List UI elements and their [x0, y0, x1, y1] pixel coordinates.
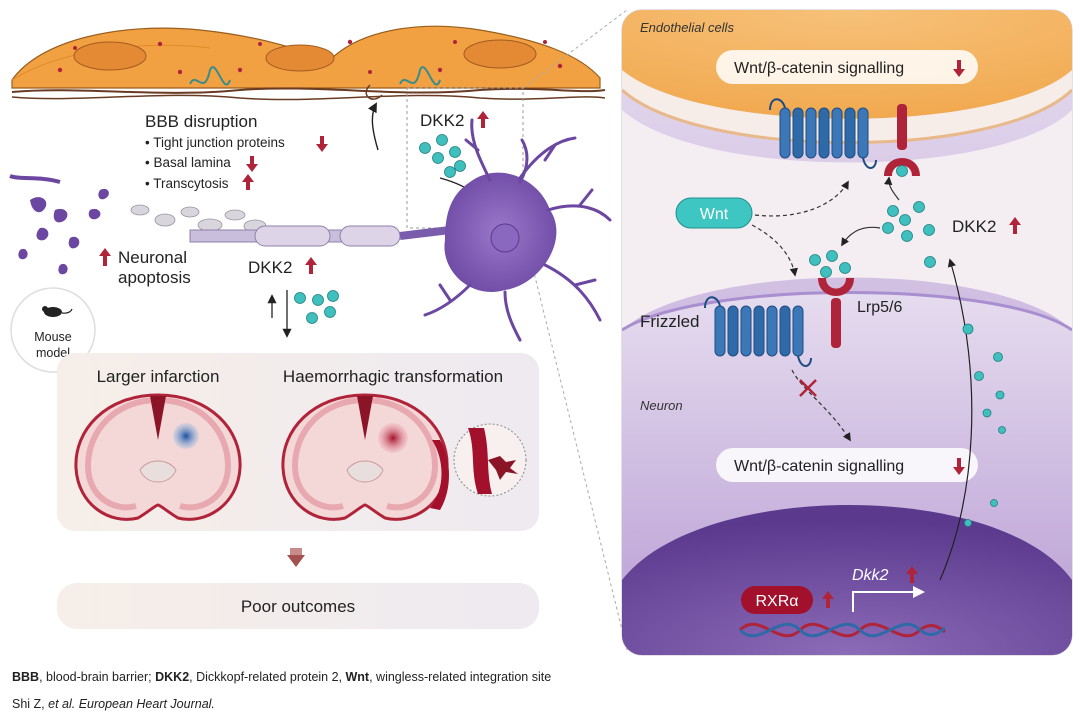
rxra-label: RXRα	[755, 593, 798, 610]
right-panel: Endothelial cells Wnt/β-catenin signalli…	[621, 9, 1073, 656]
poor-outcomes-box	[57, 583, 539, 629]
wnt-ligand-pill	[675, 197, 753, 229]
frizzled-label: Frizzled	[640, 312, 700, 331]
down-arrow-icon	[953, 458, 965, 475]
up-arrow-icon	[1009, 217, 1021, 234]
lrp-receptor-bottom	[818, 278, 854, 348]
citation-footer: Shi Z, et al. European Heart Journal.	[12, 697, 215, 711]
up-arrow-icon	[305, 257, 317, 274]
wnt-signalling-top-label: Wnt/β-catenin signalling	[734, 60, 904, 77]
bbb-item-tight-junction: • Tight junction proteins	[145, 135, 285, 150]
abbr-wnt: Wnt	[345, 670, 370, 684]
down-chevron-icon	[287, 555, 305, 567]
up-arrow-icon	[477, 111, 489, 128]
lrp-receptor-top	[884, 104, 920, 176]
dkk2-particles-right	[809, 165, 936, 278]
citation-journal: et al. European Heart Journal.	[48, 697, 215, 711]
dna-strand	[738, 622, 946, 638]
abbr-wnt-def: , wingless-related integration site	[369, 670, 552, 684]
dkk2-particles-top	[419, 134, 466, 178]
lrp-label: Lrp5/6	[857, 299, 902, 316]
neuron-illustration	[9, 118, 612, 342]
mouse-icon	[42, 306, 73, 317]
endothelial-cells-strip	[11, 25, 606, 101]
endothelial-cells-label: Endothelial cells	[640, 20, 734, 35]
poor-outcomes-label: Poor outcomes	[241, 597, 355, 616]
dkk2-secretion-particles	[962, 323, 1006, 527]
larger-infarction-label: Larger infarction	[97, 367, 220, 386]
frizzled-receptor-top	[769, 98, 877, 169]
dkk2-gene-label: Dkk2	[852, 567, 889, 584]
abbr-bbb: BBB	[12, 670, 40, 684]
abbreviations-footer: BBB, blood-brain barrier; DKK2, Dickkopf…	[12, 670, 551, 684]
up-arrow-icon	[99, 248, 111, 266]
inhibition-cross-icon	[799, 379, 817, 397]
up-arrow-icon	[242, 174, 254, 190]
up-arrow-icon	[822, 591, 834, 608]
brain-section-haemorrhagic	[281, 393, 449, 521]
down-arrow-icon	[316, 136, 328, 152]
down-arrow-icon	[953, 60, 965, 77]
dkk2-mid-label: DKK2	[248, 258, 292, 277]
abbr-dkk2: DKK2	[155, 670, 190, 684]
citation-author: Shi Z,	[12, 697, 49, 711]
neuronal-apoptosis-label-1: Neuronal	[118, 248, 187, 267]
brain-section-infarction	[74, 393, 242, 521]
abbr-dkk2-def: , Dickkopf-related protein 2,	[189, 670, 346, 684]
haemorrhagic-transformation-label: Haemorrhagic transformation	[283, 367, 503, 386]
left-panel: BBB disruption • Tight junction proteins…	[9, 9, 628, 651]
wnt-label: Wnt	[700, 206, 729, 223]
mouse-model-label-2: model	[36, 346, 70, 360]
abbr-bbb-def: , blood-brain barrier;	[39, 670, 156, 684]
neuron-label: Neuron	[640, 398, 683, 413]
wnt-signalling-top-pill	[716, 50, 978, 84]
frizzled-receptor-bottom	[704, 296, 812, 367]
transcription-arrow	[852, 591, 915, 612]
dkk2-right-label: DKK2	[952, 217, 996, 236]
mouse-model-label-1: Mouse	[34, 330, 72, 344]
down-arrow-icon	[246, 156, 258, 172]
wnt-signalling-bottom-pill	[716, 448, 978, 482]
wnt-signalling-bottom-label: Wnt/β-catenin signalling	[734, 458, 904, 475]
mouse-model-badge	[10, 287, 96, 373]
bbb-item-transcytosis: • Transcytosis	[145, 176, 229, 191]
neuronal-apoptosis-label-2: apoptosis	[118, 268, 191, 287]
dkk2-particles-mid	[294, 290, 339, 324]
bbb-item-basal-lamina: • Basal lamina	[145, 155, 231, 170]
rxra-pill	[741, 586, 813, 614]
up-arrow-icon	[906, 566, 918, 583]
bbb-disruption-title: BBB disruption	[145, 112, 257, 131]
dkk2-top-label: DKK2	[420, 111, 464, 130]
